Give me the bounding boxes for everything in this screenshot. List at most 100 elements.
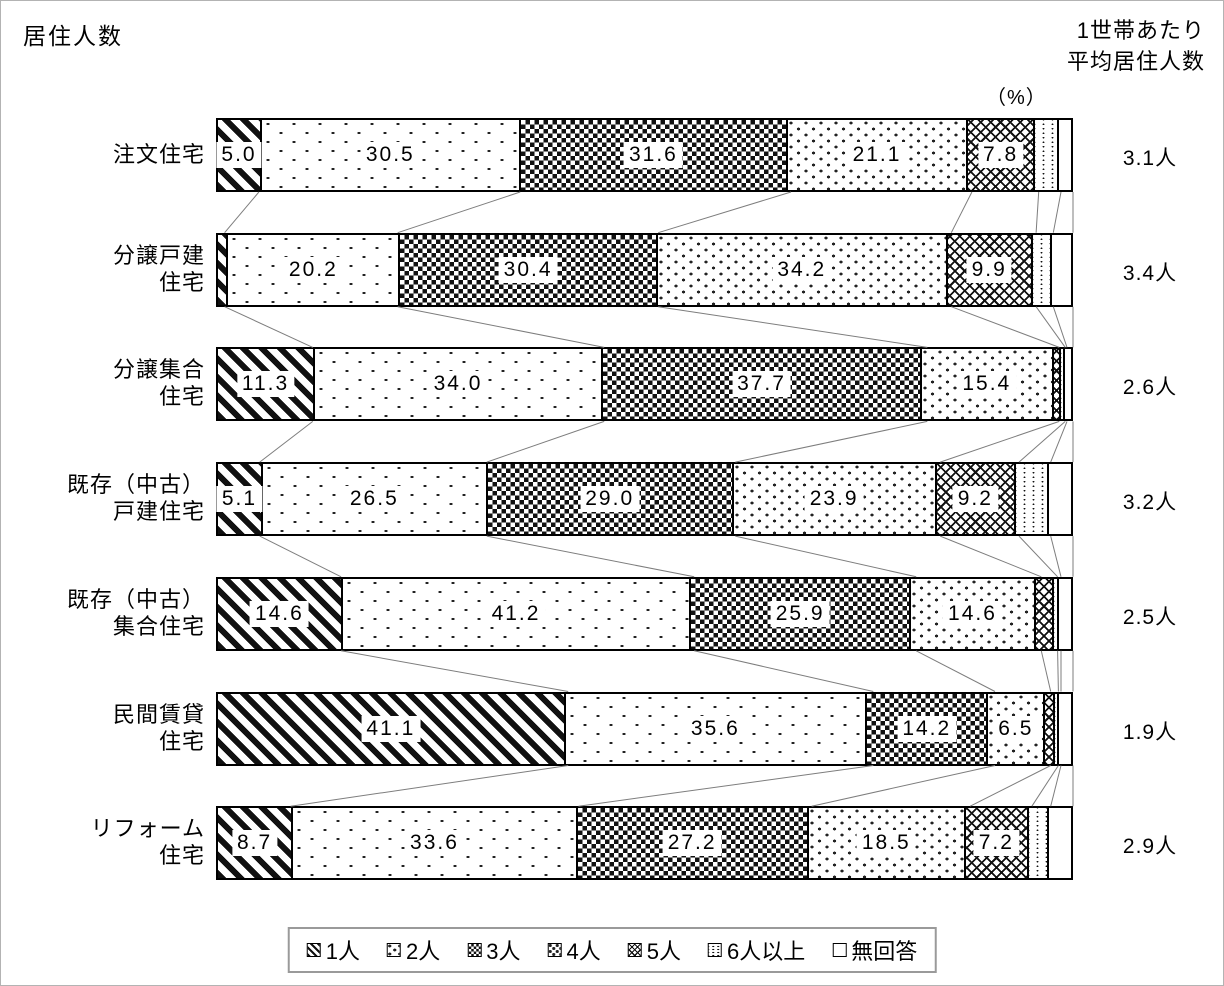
legend-item-2人: 2人 [386, 934, 441, 966]
category-label: 分譲集合住宅 [9, 356, 205, 410]
bar-segment-3人: 30.4 [400, 235, 658, 305]
legend-marker-1人-icon [306, 943, 321, 957]
segment-value-label: 34.2 [772, 257, 832, 283]
bar-segment-1人: 5.0 [216, 120, 263, 190]
segment-value-label: 14.2 [897, 716, 957, 742]
category-label-line: 住宅 [158, 843, 205, 868]
legend-marker-3人-icon [467, 943, 482, 957]
bar-segment-6人以上 [1032, 235, 1052, 305]
category-label: リフォーム住宅 [9, 815, 205, 869]
average-residents-value: 1.9人 [1122, 721, 1178, 744]
bar-segment-6人以上 [1053, 579, 1060, 649]
segment-value-label: 7.8 [977, 142, 1024, 168]
segment-value-label: 11.3 [236, 371, 295, 397]
bar-segment-3人: 29.0 [487, 464, 734, 534]
legend-label: 2人 [405, 939, 441, 964]
category-label-line: 民間賃貸 [112, 702, 205, 727]
category-label: 既存（中古）戸建住宅 [9, 471, 205, 525]
bar-segment-6人以上 [1028, 808, 1050, 878]
bar-segment-2人: 41.2 [342, 579, 692, 649]
bar-segment-無回答 [1049, 808, 1071, 878]
bar-segment-1人: 11.3 [218, 349, 316, 419]
segment-value-label: 5.0 [216, 142, 262, 168]
legend-marker-無回答-icon [832, 943, 847, 957]
segment-value-label: 27.2 [662, 830, 722, 856]
bar-row: 20.2 30.4 34.2 9.9 [216, 233, 1073, 307]
bar-segment-3人: 31.6 [520, 120, 789, 190]
category-label: 民間賃貸住宅 [9, 701, 205, 755]
legend-label: 4人 [566, 939, 601, 964]
bar-segment-1人 [218, 235, 229, 305]
bar-segment-4人: 34.2 [657, 235, 948, 305]
average-residents-value: 3.4人 [1122, 262, 1178, 285]
bar-segment-5人: 7.2 [966, 808, 1029, 878]
bar-segment-6人以上 [1035, 120, 1060, 190]
bar-segment-無回答 [1065, 349, 1072, 419]
segment-value-label: 9.2 [952, 486, 998, 512]
legend-item-4人: 4人 [547, 934, 601, 966]
bar-segment-2人: 35.6 [565, 694, 868, 764]
segment-value-label: 20.2 [283, 257, 343, 283]
category-label-line: 集合住宅 [112, 614, 205, 639]
bar-segment-6人以上 [1061, 349, 1066, 419]
bar-segment-6人以上 [1016, 464, 1050, 534]
legend: 1人 2人 3人 4人 5人 6人以上 無回答 [287, 927, 937, 973]
right-axis-header-line2: 平均居住人数 [1066, 49, 1205, 74]
bar-segment-2人: 26.5 [262, 464, 488, 534]
bar-segment-1人: 8.7 [218, 808, 294, 878]
right-axis-header: 1世帯あたり 平均居住人数 [1067, 15, 1205, 77]
legend-marker-5人-icon [627, 943, 642, 957]
bar-segment-5人 [1035, 579, 1054, 649]
segment-value-label: 37.7 [732, 371, 791, 397]
segment-value-label: 14.6 [249, 601, 309, 627]
legend-label: 無回答 [851, 939, 918, 964]
category-label-line: 既存（中古） [66, 472, 205, 497]
category-label-line: 注文住宅 [112, 141, 205, 167]
segment-value-label: 7.2 [973, 830, 1019, 856]
average-residents-value: 2.5人 [1122, 606, 1178, 629]
bar-segment-無回答 [1059, 694, 1071, 764]
bar-segment-1人: 14.6 [218, 579, 343, 649]
segment-value-label: 23.9 [804, 486, 864, 512]
category-label-line: 分譲集合 [112, 357, 205, 382]
category-label-line: リフォーム [90, 816, 205, 841]
category-label: 既存（中古）集合住宅 [9, 586, 205, 640]
bar-segment-5人: 9.2 [936, 464, 1017, 534]
segment-value-label: 5.1 [216, 486, 263, 512]
legend-label: 1人 [325, 939, 360, 964]
bar-segment-5人 [1053, 349, 1062, 419]
segment-value-label: 21.1 [847, 142, 907, 168]
bar-segment-無回答 [1059, 579, 1071, 649]
segment-value-label: 29.0 [580, 486, 640, 512]
bar-segment-無回答 [1059, 120, 1071, 190]
segment-value-label: 14.6 [943, 601, 1002, 627]
bar-segment-4人: 23.9 [733, 464, 937, 534]
segment-value-label: 15.4 [957, 371, 1017, 397]
bar-segment-2人: 20.2 [228, 235, 401, 305]
legend-label: 5人 [646, 939, 681, 964]
legend-marker-2人-icon [386, 943, 401, 957]
segment-value-label: 33.6 [405, 830, 464, 856]
legend-item-3人: 3人 [467, 934, 520, 966]
category-label-line: 分譲戸建 [112, 243, 205, 268]
chart-title: 居住人数 [23, 23, 123, 49]
bar-segment-3人: 27.2 [577, 808, 809, 878]
average-residents-value: 3.1人 [1122, 147, 1178, 170]
segment-value-label: 9.9 [966, 257, 1012, 283]
legend-item-6人以上: 6人以上 [707, 934, 805, 966]
average-residents-value: 3.2人 [1122, 491, 1178, 514]
average-residents-value: 2.6人 [1122, 376, 1178, 399]
segment-value-label: 6.5 [993, 716, 1039, 742]
bar-segment-4人: 6.5 [988, 694, 1046, 764]
bar-segment-5人: 7.8 [967, 120, 1036, 190]
segment-value-label: 41.2 [486, 601, 546, 627]
bar-segment-無回答 [1049, 464, 1071, 534]
bar-segment-2人: 34.0 [315, 349, 603, 419]
category-label-line: 住宅 [158, 270, 205, 295]
category-label: 分譲戸建住宅 [9, 242, 205, 296]
bar-segment-1人: 41.1 [218, 694, 566, 764]
